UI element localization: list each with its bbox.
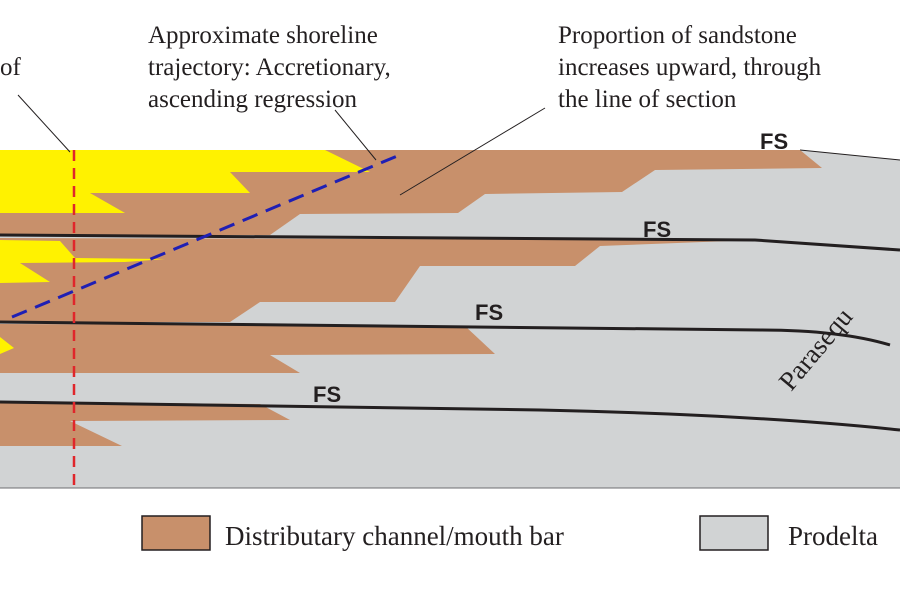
channel-tongue-4 (0, 402, 290, 446)
legend-label-prodelta: Prodelta (788, 521, 878, 551)
fs-label-2: FS (643, 217, 672, 242)
legend-swatch-distributary (141, 515, 211, 551)
legend-swatch-prodelta (699, 515, 769, 551)
leader-left (17, 94, 71, 153)
channel-tongue-3 (0, 324, 495, 373)
flooding-surface-line-1 (0, 233, 900, 252)
channel-tongue-2 (0, 238, 755, 322)
top-edge-line (799, 149, 900, 161)
legend-label-distributary: Distributary channel/mouth bar (225, 521, 564, 551)
fs-label-1: FS (760, 129, 789, 154)
shoreline-trajectory-line (11, 152, 403, 319)
leader-shoreline (334, 109, 377, 161)
fs-label-4: FS (313, 382, 342, 407)
left-annotation-fragment: of (0, 54, 21, 81)
flooding-surface-line-3 (0, 400, 900, 432)
sandstone-3 (0, 337, 14, 354)
shoreline-trajectory-annotation: Approximate shoreline trajectory: Accret… (148, 22, 391, 113)
flooding-surface-line-2 (0, 320, 891, 347)
fs-label-3: FS (475, 300, 504, 325)
leader-sandstone (399, 107, 546, 196)
sandstone-1 (0, 150, 370, 213)
sandstone-2 (0, 240, 165, 283)
sandstone-proportion-annotation: Proportion of sandstone increases upward… (558, 22, 822, 113)
